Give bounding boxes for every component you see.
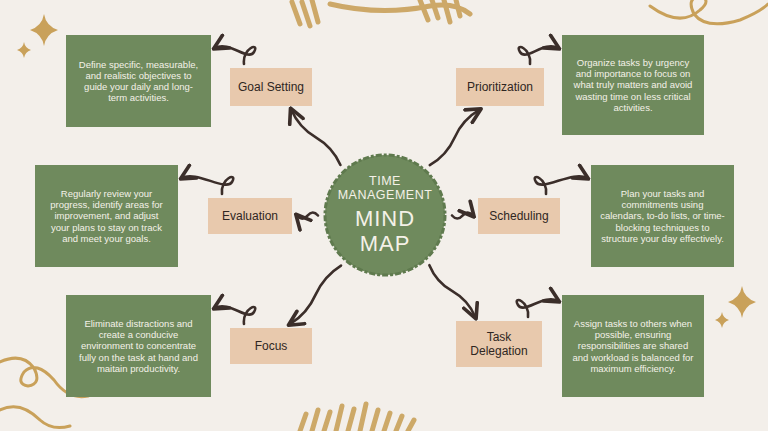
gold-brush-top	[292, 0, 470, 26]
node-text: Organize tasks by urgency and importance…	[571, 57, 695, 113]
branch-label: Goal Setting	[230, 68, 312, 106]
connector-arrow	[535, 176, 587, 194]
node-text: Goal Setting	[238, 80, 304, 94]
center-circle: TIME MANAGEMENT MIND MAP	[323, 153, 447, 277]
node-text: Regularly review your progress, identify…	[44, 188, 169, 244]
description-box: Eliminate distractions and create a cond…	[66, 295, 211, 397]
node-text: TIME MANAGEMENT	[333, 174, 437, 203]
node-text: Define specific, measurable, and realist…	[75, 59, 202, 103]
node-text: Prioritization	[467, 80, 533, 94]
branch-label: Task Delegation	[456, 321, 542, 367]
connector-arrow	[290, 266, 341, 325]
connector-arrow	[452, 213, 473, 219]
connector-arrow	[182, 176, 233, 194]
connector-arrow	[291, 110, 340, 165]
branch-label: Scheduling	[478, 198, 560, 234]
connector-arrow	[430, 110, 480, 165]
connector-arrow	[215, 306, 255, 324]
gold-brush-bottom	[300, 404, 414, 431]
connector-arrow	[519, 46, 558, 64]
node-text: Plan your tasks and commitments using ca…	[600, 188, 725, 244]
branch-label: Focus	[230, 328, 312, 364]
node-text: Eliminate distractions and create a cond…	[75, 318, 202, 374]
connector-arrow	[429, 265, 475, 317]
node-text: Task Delegation	[461, 330, 537, 359]
node-text: Focus	[255, 339, 288, 353]
node-subtext: MIND MAP	[350, 206, 420, 257]
sparkle	[17, 14, 756, 328]
connector-arrow	[215, 46, 255, 64]
connector-arrow	[297, 213, 318, 219]
description-box: Plan your tasks and commitments using ca…	[591, 165, 734, 267]
description-box: Define specific, measurable, and realist…	[66, 35, 211, 127]
branch-label: Prioritization	[456, 68, 544, 106]
description-box: Regularly review your progress, identify…	[35, 165, 178, 267]
connector-arrow	[517, 299, 558, 317]
node-text: Evaluation	[222, 209, 278, 223]
description-box: Assign tasks to others when possible, en…	[562, 295, 704, 397]
branch-label: Evaluation	[208, 198, 292, 234]
node-text: Scheduling	[489, 209, 548, 223]
description-box: Organize tasks by urgency and importance…	[562, 35, 704, 135]
node-text: Assign tasks to others when possible, en…	[571, 318, 695, 374]
